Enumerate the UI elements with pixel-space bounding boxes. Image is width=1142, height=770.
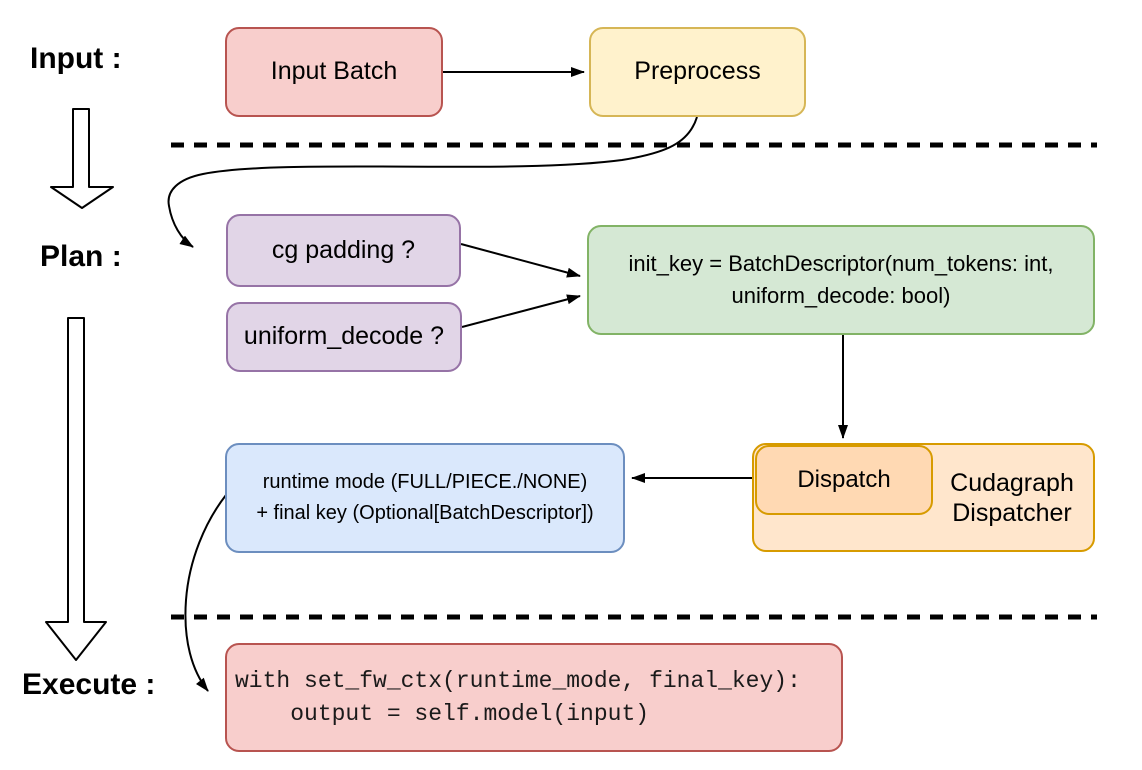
node-init-key-line2: uniform_decode: bool) — [731, 283, 951, 308]
node-cg-padding: cg padding ? — [226, 214, 461, 287]
node-init-key: init_key = BatchDescriptor(num_tokens: i… — [587, 225, 1095, 335]
node-uniform-decode: uniform_decode ? — [226, 302, 462, 372]
stage-label-plan: Plan : — [40, 240, 122, 273]
down-arrow-icon-plan-to-execute — [45, 317, 107, 661]
connector-uniformdecode-initkey — [461, 294, 581, 328]
node-dispatch-label: Dispatch — [797, 465, 891, 493]
node-dispatch: Dispatch — [755, 445, 933, 515]
node-uniform-decode-label: uniform_decode ? — [243, 322, 445, 351]
node-cudagraph-dispatcher-line1: Cudagraph — [950, 468, 1074, 497]
node-runtime-mode-line1: runtime mode (FULL/PIECE./NONE) — [262, 471, 588, 493]
node-input-batch: Input Batch — [225, 27, 443, 117]
node-cudagraph-dispatcher-line2: Dispatcher — [952, 498, 1072, 527]
node-execute-code: with set_fw_ctx(runtime_mode, final_key)… — [225, 643, 843, 752]
connector-preprocess-cgpadding — [167, 116, 698, 248]
stage-label-execute: Execute : — [22, 668, 156, 701]
node-execute-code-line2: output = self.model(input) — [235, 700, 650, 727]
node-cg-padding-label: cg padding ? — [271, 235, 416, 264]
node-runtime-mode-line2: + final key (Optional[BatchDescriptor]) — [256, 502, 594, 524]
stage-label-input: Input : — [30, 42, 122, 75]
node-input-batch-label: Input Batch — [270, 57, 398, 86]
node-preprocess: Preprocess — [589, 27, 806, 117]
node-execute-code-line1: with set_fw_ctx(runtime_mode, final_key)… — [235, 667, 801, 694]
node-runtime-mode: runtime mode (FULL/PIECE./NONE) + final … — [225, 443, 625, 553]
node-init-key-line1: init_key = BatchDescriptor(num_tokens: i… — [628, 251, 1054, 276]
connector-cgpadding-initkey — [460, 243, 581, 278]
down-arrow-icon-input-to-plan — [50, 108, 114, 209]
connector-runtime-executecode — [184, 494, 227, 692]
node-preprocess-label: Preprocess — [634, 57, 761, 86]
